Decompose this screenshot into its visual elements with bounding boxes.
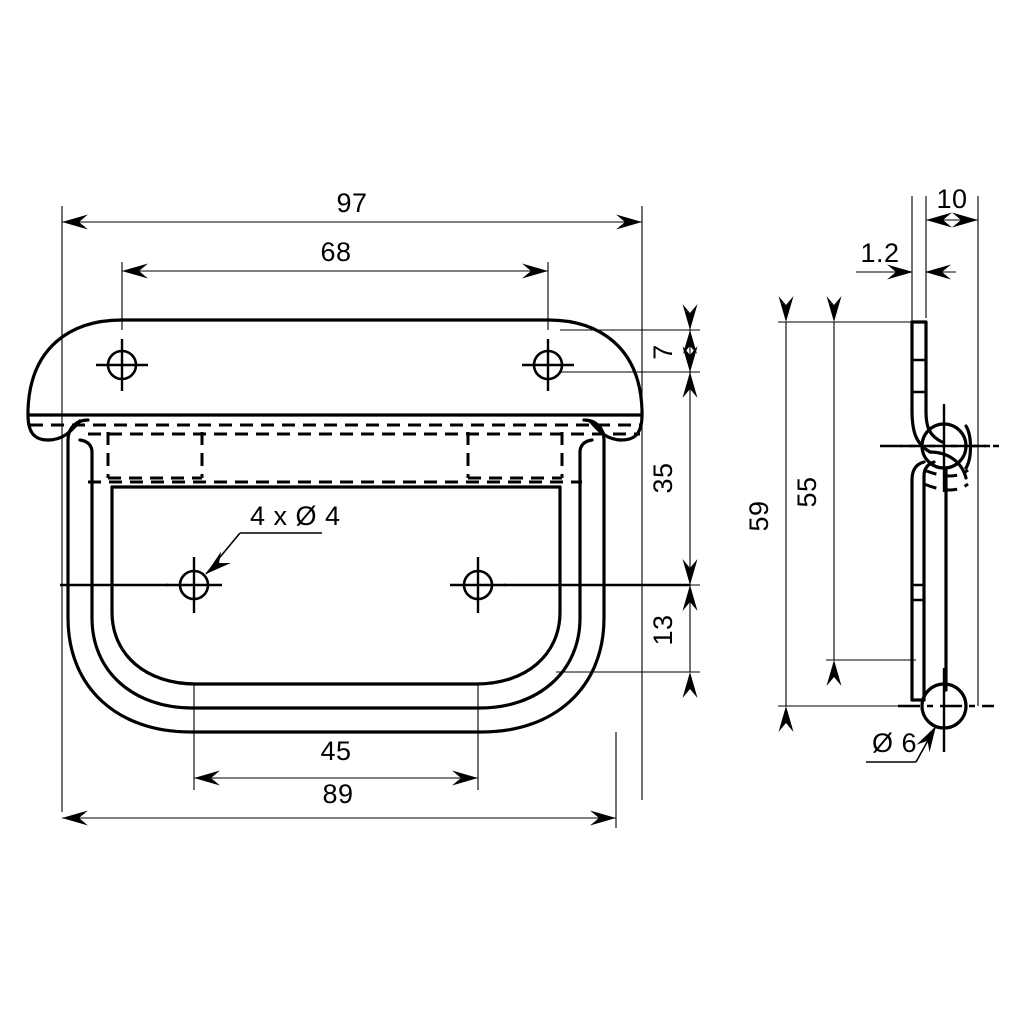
pivot-hole	[898, 668, 994, 752]
plate-lip	[26, 413, 644, 484]
hole-callout-leader	[201, 532, 322, 580]
dim-89: 89	[62, 732, 617, 828]
dim-55: 55	[792, 296, 842, 686]
dim-13: 13	[648, 559, 698, 698]
pivot-callout-text: Ø 6	[872, 728, 917, 758]
dim-89-text: 89	[322, 779, 353, 809]
side-view	[880, 320, 1000, 752]
plate-hole-right	[522, 339, 574, 391]
handle-bow	[66, 418, 606, 734]
dim-45: 45	[193, 684, 479, 790]
dim-7-text: 7	[648, 344, 678, 360]
dim-13-text: 13	[648, 614, 678, 645]
handle-hole-right	[450, 557, 506, 613]
handle-hole-left	[166, 557, 222, 613]
side-flange	[910, 320, 928, 414]
front-view: 4 x Ø 4	[26, 318, 690, 734]
dim-1p2: 1.2	[856, 238, 956, 280]
dim-10-text: 10	[936, 184, 967, 214]
dim-55-text: 55	[792, 476, 822, 507]
dim-35-text: 35	[648, 462, 678, 493]
dim-59-text: 59	[744, 500, 774, 531]
front-view-dimensions: 97 68 7 35	[61, 188, 700, 828]
side-body	[910, 460, 948, 702]
dim-97-text: 97	[336, 188, 367, 218]
dim-1p2-text: 1.2	[860, 238, 899, 268]
plate-hole-left	[96, 339, 148, 391]
dim-35: 35	[648, 346, 698, 611]
dim-68-text: 68	[320, 237, 351, 267]
dim-97: 97	[62, 188, 642, 230]
pivot-callout-leader	[866, 722, 943, 763]
dim-59: 59	[744, 296, 794, 732]
dim-10: 10	[926, 184, 978, 228]
mounting-plate	[26, 318, 644, 417]
dim-68: 68	[122, 237, 548, 279]
dim-45-text: 45	[320, 736, 351, 766]
hole-callout-text: 4 x Ø 4	[250, 501, 341, 531]
side-view-dimensions: 10 1.2 59 55	[744, 184, 979, 763]
